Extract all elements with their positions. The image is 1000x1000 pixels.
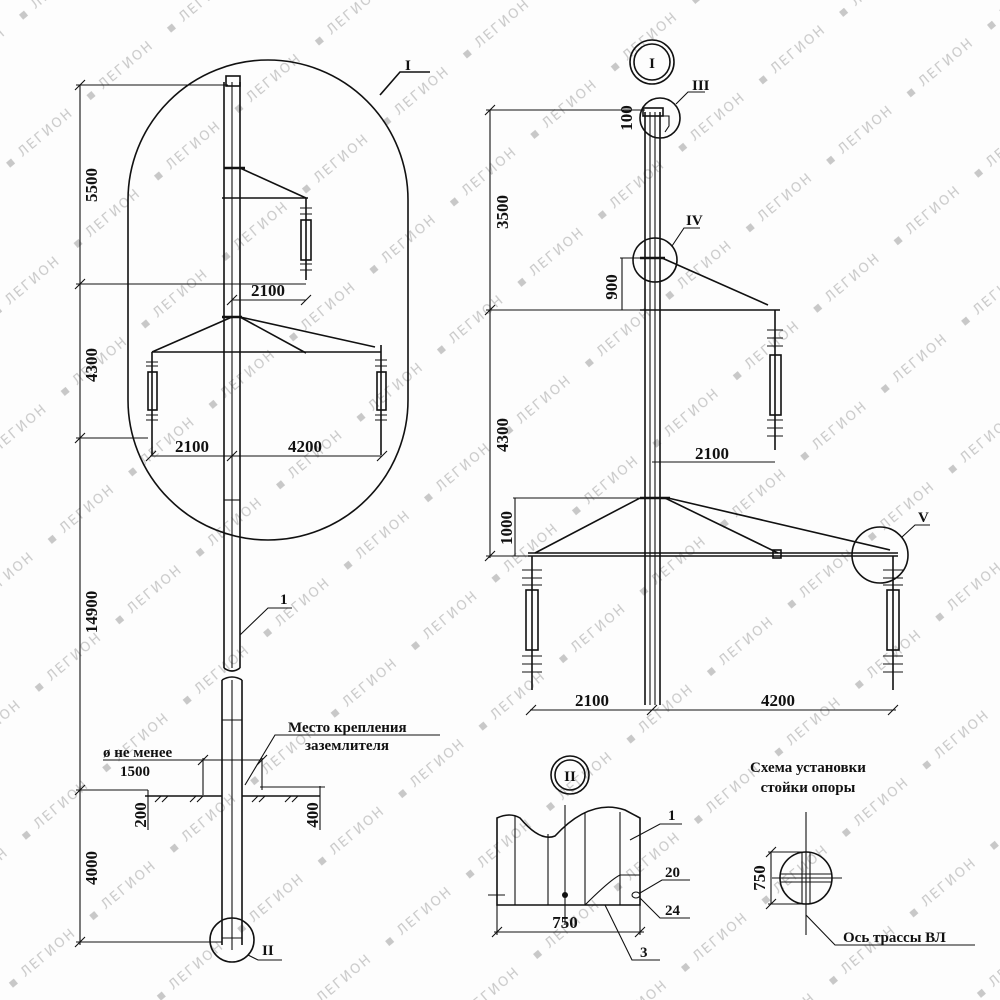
detail-I-title: I (649, 56, 655, 72)
dim-200: 200 (131, 802, 150, 828)
dim-upper-arm: 2100 (251, 281, 285, 300)
callout-III-label: III (692, 78, 710, 94)
clearance-label: ø не менее (103, 745, 172, 761)
dim-100: 100 (617, 105, 636, 131)
dim-400: 400 (303, 802, 322, 828)
grounding-label-line2: заземлителя (305, 738, 389, 754)
scheme-title-line1: Схема установки (750, 760, 866, 776)
callout-IV-circle (632, 237, 678, 283)
detail-II-part-3: 3 (640, 945, 648, 961)
dim-4300: 4300 (82, 348, 101, 382)
callout-I-outline (127, 59, 409, 541)
callout-I-label: I (405, 58, 411, 74)
dim-lower-right-detail: 4200 (761, 691, 795, 710)
dim-5500: 5500 (82, 168, 101, 202)
dim-20: 20 (665, 865, 680, 881)
dim-lower-left-arm: 2100 (175, 437, 209, 456)
left-pole-view: 5500 4300 14900 4000 2100 2100 4200 I 1 … (74, 58, 440, 963)
clearance-value: 1500 (120, 764, 150, 780)
dim-14900: 14900 (82, 591, 101, 634)
callout-II-label: II (262, 943, 274, 959)
dim-750-detail: 750 (552, 913, 578, 932)
callout-V-circle (851, 526, 909, 584)
dim-24: 24 (665, 903, 681, 919)
scheme-dim-750: 750 (750, 865, 769, 891)
detail-II-view: II 750 1 20 24 3 (488, 755, 690, 961)
detail-I-view: I III IV V (484, 39, 930, 716)
callout-V-label: V (918, 510, 929, 526)
dim-lower-right-arm: 4200 (288, 437, 322, 456)
dim-lower-left-detail: 2100 (575, 691, 609, 710)
dim-1000: 1000 (497, 511, 516, 545)
grounding-label-line1: Место крепления (288, 720, 407, 736)
callout-III-circle (639, 97, 681, 139)
dim-4300-detail: 4300 (493, 418, 512, 452)
callout-IV-label: IV (686, 213, 703, 229)
scheme-title-line2: стойки опоры (761, 780, 856, 796)
callout-II-circle (209, 917, 255, 963)
part-1-label: 1 (280, 592, 288, 608)
detail-II-part-1: 1 (668, 808, 676, 824)
dim-900: 900 (602, 274, 621, 300)
detail-II-title: II (564, 769, 576, 785)
dim-4000: 4000 (82, 851, 101, 885)
dim-upper-arm-detail: 2100 (695, 444, 729, 463)
dim-3500: 3500 (493, 195, 512, 229)
installation-scheme: Схема установки стойки опоры 750 Ось тра… (750, 760, 975, 946)
axis-label: Ось трассы ВЛ (843, 930, 946, 946)
